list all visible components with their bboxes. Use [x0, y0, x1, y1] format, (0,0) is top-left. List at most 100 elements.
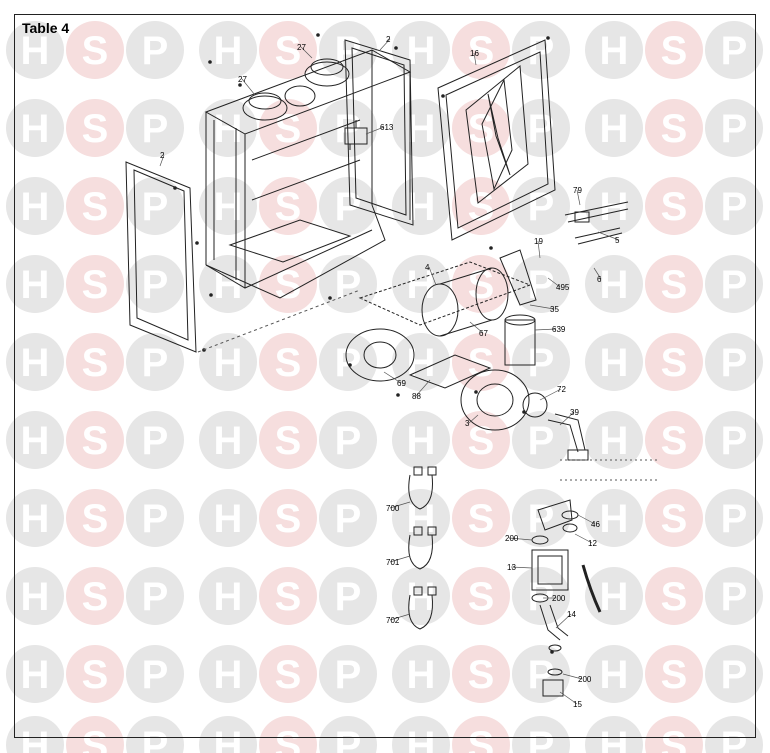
watermark-letter: H — [407, 185, 436, 229]
callout-leader — [574, 533, 593, 544]
callout-leader — [576, 189, 581, 206]
watermark-letter: P — [528, 341, 555, 385]
watermark-letter: H — [600, 575, 629, 619]
wiring-loom-702 — [408, 586, 437, 630]
loom-connector — [427, 466, 437, 476]
watermark-circle — [126, 716, 184, 753]
watermark-letter: P — [721, 653, 748, 697]
watermark-circle — [585, 177, 643, 235]
watermark-circle — [512, 333, 570, 391]
watermark-letter: S — [82, 419, 109, 463]
watermark-circle — [392, 21, 450, 79]
callout-leader — [365, 126, 385, 135]
fan-housing — [460, 369, 530, 431]
watermark-circle — [319, 411, 377, 469]
watermark-letter: S — [661, 575, 688, 619]
watermark-letter: H — [21, 29, 50, 73]
watermark-letter: H — [600, 497, 629, 541]
watermark-circle — [392, 411, 450, 469]
watermark-circle — [645, 567, 703, 625]
watermark-circle — [585, 333, 643, 391]
watermark-circle — [452, 333, 510, 391]
callout-label-13: 13 — [507, 563, 516, 572]
callout-label-27: 27 — [238, 75, 247, 84]
flue-outlet-right — [304, 61, 350, 87]
flue-outlet-left-inner — [248, 92, 282, 110]
callout-leader — [577, 514, 596, 525]
watermark-circle — [645, 21, 703, 79]
callout-leader — [379, 38, 391, 51]
loom-wire — [408, 534, 433, 570]
callout-leader — [537, 240, 541, 259]
callout-leader — [534, 328, 557, 331]
watermark-letter: H — [214, 29, 243, 73]
callout-leader — [555, 613, 572, 629]
watermark-circle — [705, 716, 763, 753]
watermark-letter: S — [661, 29, 688, 73]
casing-bottom — [205, 229, 373, 289]
watermark-circle — [705, 567, 763, 625]
callout-label-200: 200 — [578, 675, 592, 684]
watermark-circle — [259, 567, 317, 625]
chamber-outline — [358, 261, 532, 326]
screw-dot — [238, 83, 242, 87]
watermark-letter: P — [721, 724, 748, 753]
side-panel-left — [125, 161, 197, 353]
loom-connector — [413, 466, 423, 476]
watermark-letter: S — [275, 724, 302, 753]
watermark-letter: H — [21, 575, 50, 619]
watermark-circle — [585, 489, 643, 547]
callout-label-35: 35 — [550, 305, 559, 314]
watermark-letter: P — [335, 724, 362, 753]
boiler-casing-frame — [204, 49, 412, 299]
panel-inner — [133, 169, 189, 341]
watermark-circle — [392, 99, 450, 157]
watermark-letter: S — [82, 185, 109, 229]
watermark-circle — [645, 489, 703, 547]
loom-wire — [408, 474, 433, 510]
watermark-letter: P — [335, 497, 362, 541]
electrode-assembly — [564, 201, 629, 245]
loom-connector — [413, 526, 423, 536]
watermark-circle — [6, 333, 64, 391]
watermark-circle — [126, 255, 184, 313]
air-pipe-39 — [547, 413, 589, 461]
watermark-circle — [452, 177, 510, 235]
panel-pressing — [487, 93, 511, 176]
flue-outlet-right-inner — [310, 58, 344, 76]
callout-leader — [559, 411, 575, 426]
watermark-letter: P — [721, 419, 748, 463]
screw-dot — [208, 60, 212, 64]
watermark-letter: H — [21, 419, 50, 463]
pipe-lower — [539, 604, 569, 641]
callout-label-700: 700 — [386, 504, 400, 513]
watermark-letter: P — [142, 653, 169, 697]
seal-ring — [561, 510, 579, 520]
callout-leader — [389, 555, 411, 563]
watermark-letter: H — [407, 419, 436, 463]
watermark-letter: S — [275, 419, 302, 463]
watermark-circle — [126, 99, 184, 157]
electrode-block — [574, 211, 590, 223]
callout-label-88: 88 — [412, 392, 421, 401]
pipe-bend — [547, 413, 586, 453]
screw-dot — [195, 241, 199, 245]
watermark-circle — [452, 716, 510, 753]
elbow-pipe — [499, 249, 537, 366]
gas-train — [531, 499, 602, 697]
watermark-letter: P — [142, 263, 169, 307]
watermark-letter: S — [82, 107, 109, 151]
watermark-circle — [259, 645, 317, 703]
callout-leader — [562, 673, 583, 680]
panel-outline — [125, 161, 197, 353]
watermark-circle — [512, 177, 570, 235]
watermark-letter: S — [82, 29, 109, 73]
callout-label-69: 69 — [397, 379, 406, 388]
callout-label-4: 4 — [425, 263, 430, 272]
watermark-circle — [512, 645, 570, 703]
burner-ring — [345, 328, 415, 382]
watermark-circle — [66, 489, 124, 547]
gas-valve-body — [531, 549, 569, 591]
side-panel-rear — [344, 39, 414, 226]
watermark-letter: S — [468, 575, 495, 619]
